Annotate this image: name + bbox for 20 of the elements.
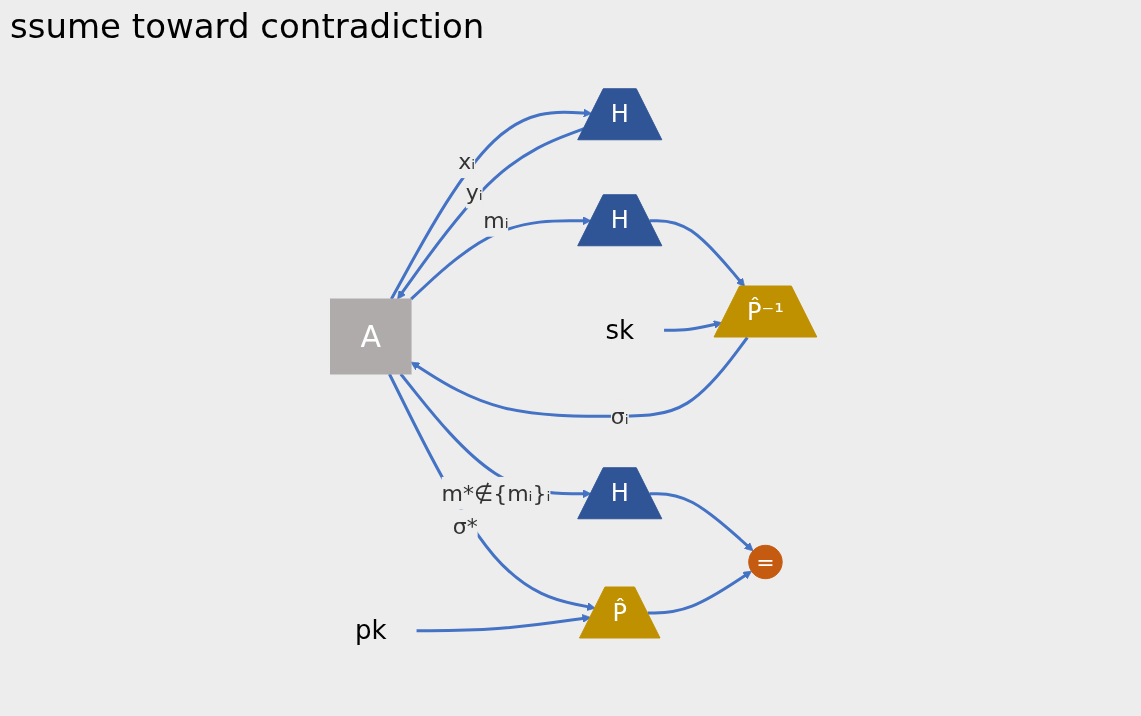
edge-label: mᵢ: [482, 207, 509, 233]
arrow: [410, 336, 749, 418]
node-box: A: [329, 298, 412, 375]
title: ssume toward contradiction: [10, 6, 486, 46]
edge-label: m*∉{mᵢ}ᵢ: [441, 480, 551, 506]
arrow: [396, 127, 585, 300]
node-circle: =: [747, 544, 783, 580]
edge-label: xᵢ: [457, 149, 475, 175]
arrow: [663, 320, 722, 332]
arrow: [649, 219, 745, 287]
arrow: [389, 108, 592, 300]
edge-label: σ*: [452, 514, 478, 540]
edge-label: yᵢ: [465, 179, 483, 205]
arrow: [647, 570, 752, 615]
arrow: [416, 614, 591, 633]
arrow: [409, 216, 591, 301]
edge-label: σᵢ: [610, 403, 629, 429]
arrow: [649, 492, 753, 552]
node-text: pk: [354, 615, 387, 646]
node-text: sk: [605, 314, 634, 345]
